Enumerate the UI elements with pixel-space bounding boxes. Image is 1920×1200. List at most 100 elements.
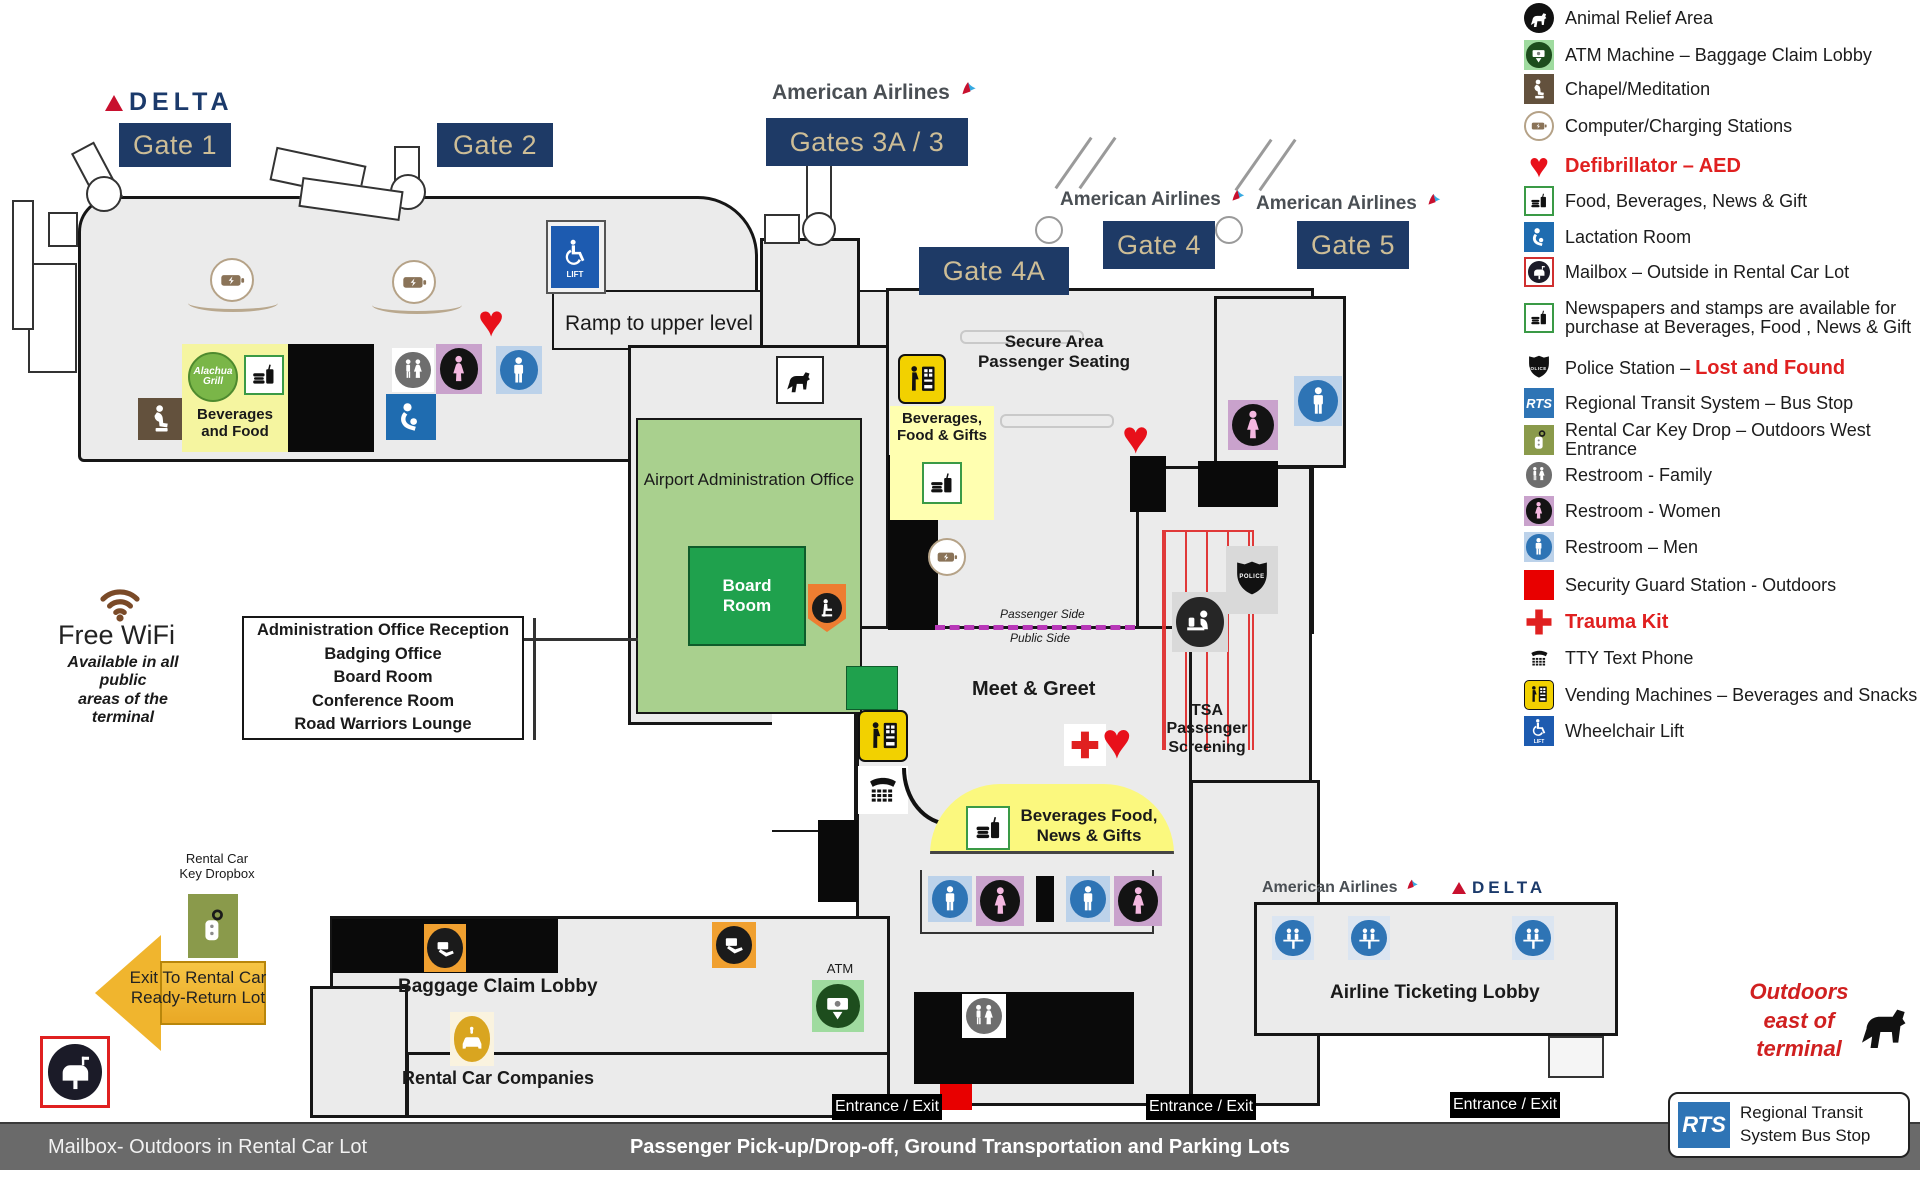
secure-2: Passenger Seating bbox=[977, 351, 1131, 371]
chapel-icon bbox=[138, 398, 184, 440]
outdoors-2: east of bbox=[1763, 1007, 1835, 1033]
legend-row: LIFT Wheelchair Lift bbox=[1524, 714, 1918, 748]
board-room: Board Room bbox=[688, 546, 806, 646]
beverages-gifts-label: Beverages, Food & Gifts bbox=[890, 410, 994, 445]
security-guard-icon bbox=[1524, 570, 1554, 600]
wheelchair-lift-icon: LIFT bbox=[1524, 716, 1554, 746]
gate1-jet-bridge-rotunda bbox=[86, 176, 122, 212]
defibrillator-heart-icon: ♥ bbox=[1102, 713, 1132, 769]
rts-bus-stop-label: Regional Transit System Bus Stop bbox=[1740, 1102, 1870, 1148]
animal-relief-icon bbox=[1524, 3, 1554, 33]
american-airlines-logo-3a3: American Airlines bbox=[772, 80, 980, 106]
legend-label: Regional Transit System – Bus Stop bbox=[1565, 392, 1854, 413]
legend-row: Newspapers and stamps are available for … bbox=[1524, 292, 1918, 344]
ticketing-lobby-label: Airline Ticketing Lobby bbox=[1330, 982, 1540, 1003]
aa-wordmark: American Airlines bbox=[772, 81, 950, 104]
police-station-icon: POLICE bbox=[1226, 546, 1278, 614]
lift-label: LIFT bbox=[1533, 739, 1545, 745]
bev-gifts-1: Beverages, bbox=[901, 410, 983, 427]
gates-3a3-stem bbox=[760, 238, 860, 350]
rts-label-2: System Bus Stop bbox=[1740, 1126, 1871, 1145]
bev-gifts-2: Food & Gifts bbox=[897, 427, 987, 445]
restroom-women-icon bbox=[436, 344, 482, 394]
passenger-public-divider bbox=[935, 625, 1135, 630]
aa-wordmark: American Airlines bbox=[1262, 879, 1398, 896]
arrow-2: Ready-Return Lot bbox=[130, 987, 266, 1007]
bottom-bar-mailbox-note: Mailbox- Outdoors in Rental Car Lot bbox=[48, 1135, 368, 1158]
west-pier-3 bbox=[12, 200, 34, 330]
legend-row: Animal Relief Area bbox=[1524, 1, 1918, 35]
rental-key-dropbox-label: Rental Car Key Dropbox bbox=[170, 851, 264, 882]
outdoors-east-note: Outdoors east of terminal bbox=[1736, 978, 1862, 1064]
legend-label: TTY Text Phone bbox=[1565, 647, 1694, 668]
vending-machines-icon bbox=[858, 710, 908, 762]
seating-row bbox=[960, 330, 1084, 344]
delta-triangle-icon bbox=[105, 94, 123, 111]
west-pier bbox=[48, 212, 78, 247]
vending-machines-icon bbox=[1524, 680, 1554, 710]
legend-row: Security Guard Station - Outdoors bbox=[1524, 568, 1918, 602]
wall bbox=[1036, 876, 1054, 922]
charging-station-icon bbox=[1524, 111, 1554, 141]
beverages-food-box: Alachua Grill Beverages and Food bbox=[182, 344, 288, 452]
restroom-men-icon bbox=[928, 876, 972, 922]
wall bbox=[1130, 456, 1166, 512]
police-station-icon: POLICE bbox=[1524, 353, 1554, 383]
atm-label: ATM bbox=[826, 961, 854, 976]
aa-flight-symbol-icon bbox=[1401, 878, 1421, 898]
callout-line-5: Road Warriors Lounge bbox=[294, 715, 472, 734]
wall bbox=[1198, 461, 1278, 507]
legend-label: Restroom – Men bbox=[1565, 536, 1699, 557]
bev-food-2: and Food bbox=[201, 423, 269, 441]
admin-callout-box: Administration Office Reception Badging … bbox=[242, 616, 524, 740]
lift-label: LIFT bbox=[566, 269, 584, 279]
gate4-rotunda bbox=[1035, 216, 1063, 244]
american-airlines-logo-gate5: American Airlines bbox=[1256, 192, 1444, 215]
callout-line-3: Board Room bbox=[333, 668, 433, 687]
bottom-bar: Mailbox- Outdoors in Rental Car Lot Pass… bbox=[0, 1122, 1920, 1170]
wall bbox=[914, 992, 1134, 1084]
mailbox-icon bbox=[40, 1036, 110, 1108]
board-room-label-2: Room bbox=[722, 596, 772, 615]
legend-label: Mailbox – Outside in Rental Car Lot bbox=[1565, 261, 1850, 282]
newspaper-icon bbox=[1524, 303, 1554, 333]
green-annex bbox=[846, 666, 898, 710]
chapel-icon bbox=[1524, 74, 1554, 104]
vending-machines-icon bbox=[898, 354, 946, 404]
grill-label-2: Grill bbox=[202, 376, 223, 387]
gate5-bridge-line bbox=[1234, 138, 1273, 192]
legend-row: RTS Regional Transit System – Bus Stop bbox=[1524, 386, 1918, 420]
tty-phone-icon bbox=[858, 766, 908, 814]
grill-label-1: Alachua bbox=[193, 366, 233, 377]
tsa-2: Passenger bbox=[1166, 720, 1248, 738]
restroom-family-icon bbox=[1524, 460, 1554, 490]
legend-label: Newspapers and stamps are available for … bbox=[1565, 298, 1912, 337]
exit-arrow-label: Exit To Rental Car Ready-Return Lot bbox=[118, 968, 278, 1007]
callout-line-1: Administration Office Reception bbox=[256, 621, 510, 640]
trauma-kit-icon bbox=[1064, 724, 1106, 766]
tsa-officer-icon bbox=[1172, 592, 1228, 652]
atm-icon bbox=[1524, 40, 1554, 70]
service-animal-icon bbox=[1854, 976, 1918, 1072]
ticket-counter-icon bbox=[1512, 916, 1554, 960]
legend-row: Restroom - Family bbox=[1524, 458, 1918, 492]
tsa-label: TSA Passenger Screening bbox=[1148, 702, 1266, 757]
legend-row: Vending Machines – Beverages and Snacks bbox=[1524, 678, 1918, 712]
outdoors-3: terminal bbox=[1756, 1036, 1842, 1062]
american-airlines-logo-ticketing: American Airlines bbox=[1262, 878, 1421, 898]
public-side-label: Public Side bbox=[1010, 631, 1071, 645]
board-room-label-1: Board bbox=[722, 576, 772, 595]
wifi-availability-note: Available in all public areas of the ter… bbox=[48, 654, 198, 728]
callout-line-4: Conference Room bbox=[311, 691, 455, 710]
beverages-food-label: Beverages and Food bbox=[182, 406, 288, 441]
tsa-3: Screening bbox=[1168, 738, 1246, 756]
mailbox-icon bbox=[1524, 257, 1554, 287]
delta-wordmark: DELTA bbox=[129, 88, 234, 116]
west-pier-2 bbox=[28, 263, 77, 373]
baggage-claim-label: Baggage Claim Lobby bbox=[398, 976, 598, 997]
delta-logo-top: DELTA bbox=[105, 88, 234, 117]
seating-row bbox=[1000, 414, 1114, 428]
keydrop-1: Rental Car bbox=[185, 851, 249, 866]
passenger-side-label: Passenger Side bbox=[1000, 607, 1085, 621]
